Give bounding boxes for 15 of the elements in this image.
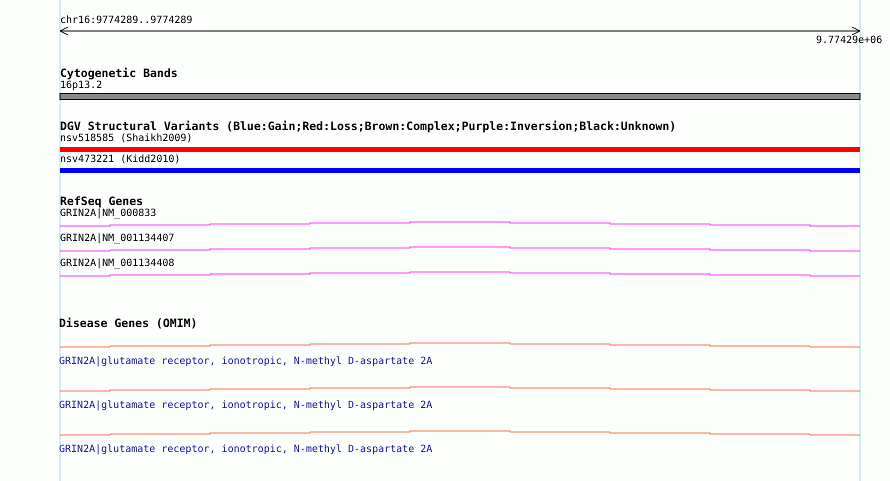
feature-label: nsv473221 (Kidd2010) [60, 154, 180, 166]
gene-label: GRIN2A|NM_001134408 [60, 258, 174, 270]
gene-label: GRIN2A|glutamate receptor, ionotropic, N-methyl D-aspartate 2A [59, 400, 432, 412]
track-title: Disease Genes (OMIM) [59, 317, 198, 329]
track-title: RefSeq Genes [60, 195, 144, 207]
band-label: 16p13.2 [60, 80, 102, 92]
gene-label: GRIN2A|NM_001134407 [60, 233, 174, 245]
gene-label: GRIN2A|glutamate receptor, ionotropic, N-methyl D-aspartate 2A [59, 444, 432, 456]
gene-label: GRIN2A|glutamate receptor, ionotropic, N-methyl D-aspartate 2A [59, 356, 432, 368]
track-title: Cytogenetic Bands [60, 67, 178, 79]
ruler-value: 9.77429e+06 [816, 35, 882, 47]
gene-label: GRIN2A|NM_000833 [60, 208, 156, 220]
track-title: DGV Structural Variants (Blue:Gain;Red:Loss;Brown:Complex;Purple:Inversion;Black:Unknown) [60, 120, 676, 132]
position-label: chr16:9774289..9774289 [60, 15, 192, 27]
feature-label: nsv518585 (Shaikh2009) [60, 133, 192, 145]
